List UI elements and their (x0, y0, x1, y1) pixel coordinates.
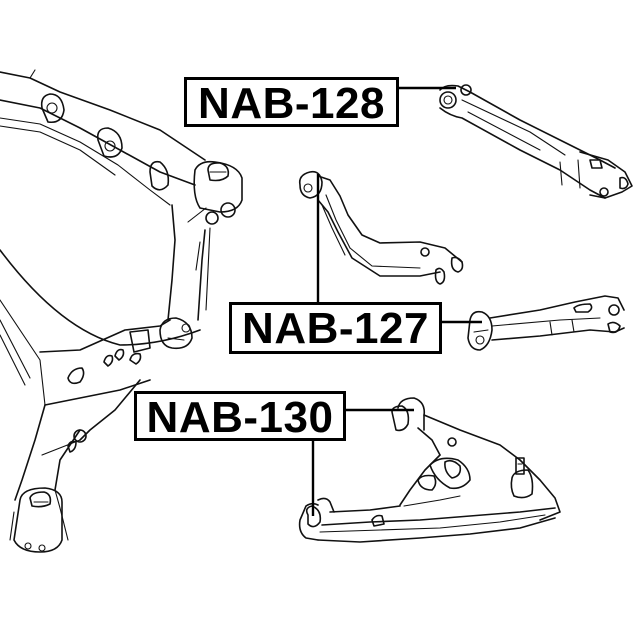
upper-trailing-arm-drawing (439, 84, 633, 199)
callout-label-nab-128: NAB-128 (184, 77, 399, 127)
callout-label-nab-130: NAB-130 (134, 391, 346, 441)
lower-link-drawing (467, 295, 625, 351)
subframe-drawing (0, 69, 243, 553)
leader-lines (311, 86, 482, 516)
lower-a-arm-drawing (298, 397, 561, 543)
curved-upper-arm-drawing (298, 170, 464, 285)
callout-label-nab-127: NAB-127 (229, 302, 442, 354)
